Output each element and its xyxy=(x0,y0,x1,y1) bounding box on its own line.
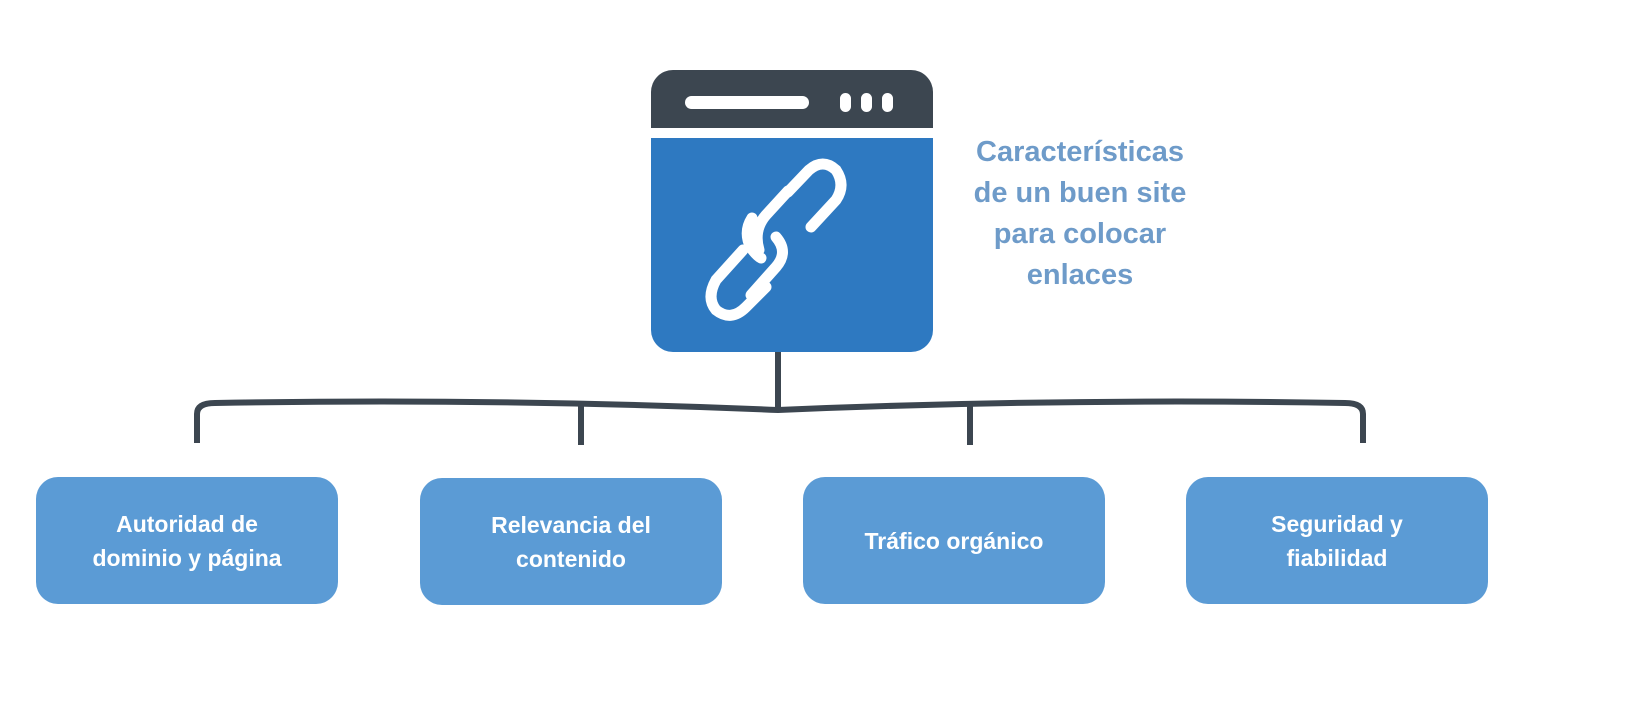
box-text: Seguridad y xyxy=(1271,510,1403,537)
link-icon xyxy=(705,158,847,321)
feature-box-traffic: Tráfico orgánico xyxy=(803,477,1105,604)
title-line: enlaces xyxy=(1026,259,1134,291)
diagram-title: Características de un buen site para col… xyxy=(935,132,1225,296)
title-line: para colocar xyxy=(993,218,1167,250)
title-line: de un buen site xyxy=(973,177,1187,209)
box-text: contenido xyxy=(516,545,626,572)
title-line: Características xyxy=(976,136,1184,168)
box-text: dominio y página xyxy=(92,544,282,571)
box-text: Autoridad de xyxy=(116,510,258,537)
browser-link-icon xyxy=(651,70,933,352)
box-text: Tráfico orgánico xyxy=(864,527,1044,554)
feature-box-relevance: Relevancia del contenido xyxy=(420,478,722,605)
box-text: Relevancia del xyxy=(491,511,651,538)
box-text: fiabilidad xyxy=(1286,544,1388,571)
feature-box-authority: Autoridad de dominio y página xyxy=(36,477,338,604)
feature-box-security: Seguridad y fiabilidad xyxy=(1186,477,1488,604)
